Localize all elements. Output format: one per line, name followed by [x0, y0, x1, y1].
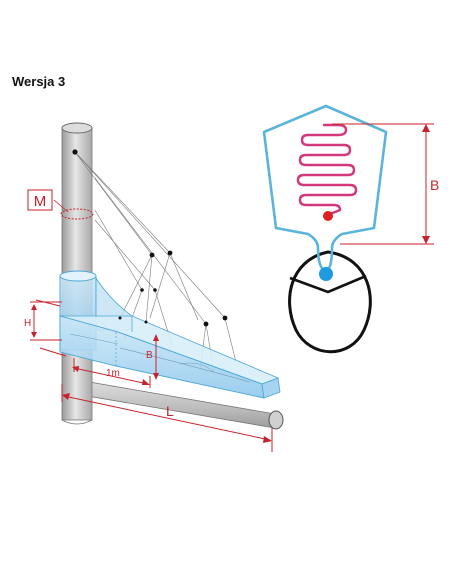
m-marker: M [27, 189, 94, 220]
b-right-dimension: B [332, 123, 439, 245]
h-dimension: H [24, 299, 67, 357]
cross-section-cage [262, 104, 388, 281]
label-one-m: 1m [106, 368, 120, 379]
horizontal-pipe [63, 377, 284, 430]
label-b-right: B [430, 177, 439, 193]
support-nodes [72, 149, 228, 327]
l-dimension: L [61, 384, 273, 452]
b-small-dimension: B [146, 334, 159, 380]
one-m-dimension: 1m [72, 358, 151, 388]
label-m: M [34, 193, 47, 210]
page-title: Wersja 3 [12, 74, 66, 89]
fish-pass-structure [59, 270, 281, 399]
cross-section-oval [288, 250, 372, 354]
label-b-small: B [146, 350, 153, 361]
support-lines [74, 151, 237, 373]
label-l: L [166, 403, 174, 419]
coil [296, 123, 358, 221]
label-h: H [24, 318, 31, 329]
